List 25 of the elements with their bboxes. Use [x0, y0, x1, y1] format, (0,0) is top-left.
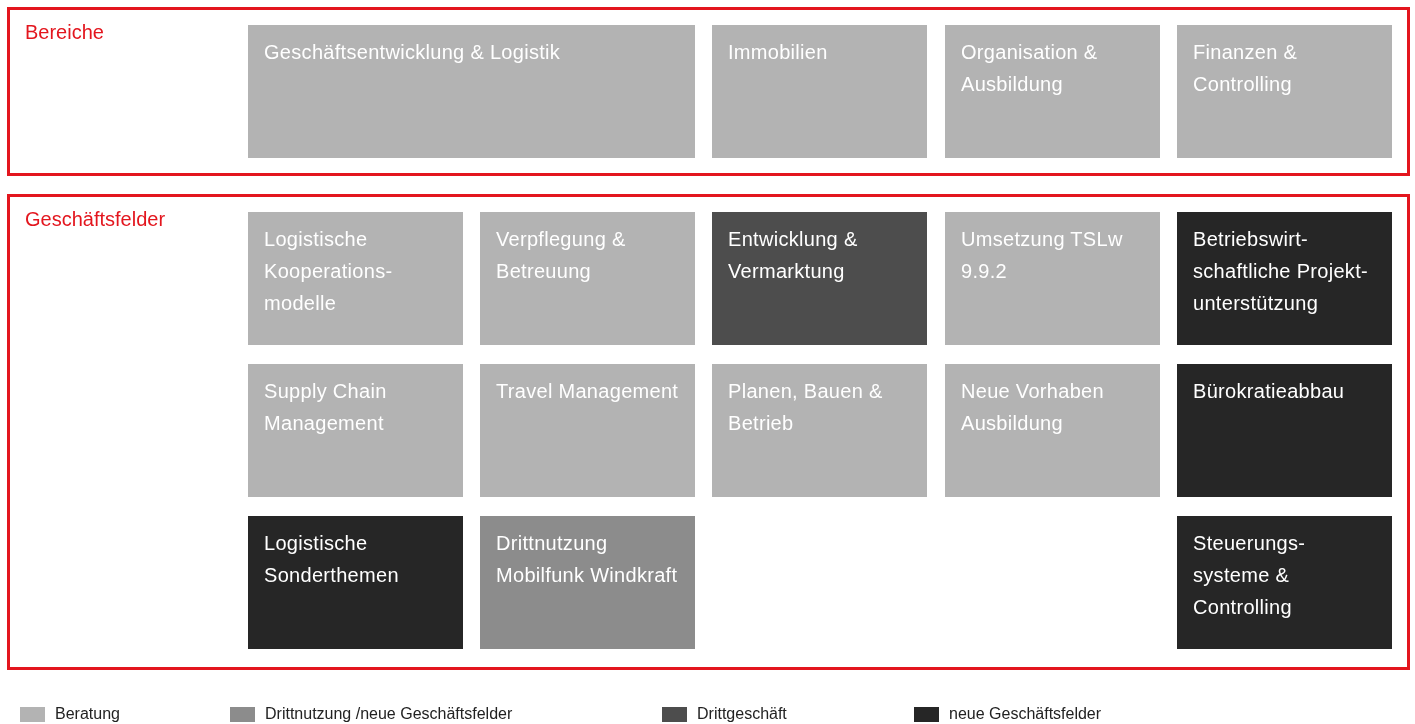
field-tile: Organisation & Ausbildung [945, 25, 1160, 158]
field-tile: Immobilien [712, 25, 927, 158]
section-heading: Geschäftsfelder [25, 208, 166, 231]
field-tile: Verpflegung & Betreuung [480, 212, 695, 345]
field-tile: Logistische Kooperations- modelle [248, 212, 463, 345]
legend-label: Beratung [55, 705, 120, 723]
field-tile: Umsetzung TSLw 9.9.2 [945, 212, 1160, 345]
legend-label: Drittgeschäft [697, 705, 787, 723]
field-tile: Logistische Sonderthemen [248, 516, 463, 649]
field-tile: Neue Vorhaben Ausbildung [945, 364, 1160, 497]
field-tile: Geschäftsentwicklung & Logistik [248, 25, 695, 158]
field-tile: Drittnutzung Mobilfunk Windkraft [480, 516, 695, 649]
field-tile: Betriebswirt- schaftliche Projekt- unterstützung [1177, 212, 1392, 345]
section-frame [7, 194, 1410, 670]
field-tile: Travel Management [480, 364, 695, 497]
field-tile: Entwicklung & Vermarktung [712, 212, 927, 345]
legend-label: neue Geschäftsfelder [949, 705, 1102, 723]
section-frame [7, 7, 1410, 176]
legend-label: Drittnutzung /neue Geschäftsfelder [265, 705, 513, 723]
field-tile: Bürokratieabbau [1177, 364, 1392, 497]
field-tile: Supply Chain Management [248, 364, 463, 497]
field-tile: Planen, Bauen & Betrieb [712, 364, 927, 497]
field-tile: Finanzen & Controlling [1177, 25, 1392, 158]
section-heading: Bereiche [25, 21, 104, 44]
field-tile: Steuerungs- systeme & Controlling [1177, 516, 1392, 649]
